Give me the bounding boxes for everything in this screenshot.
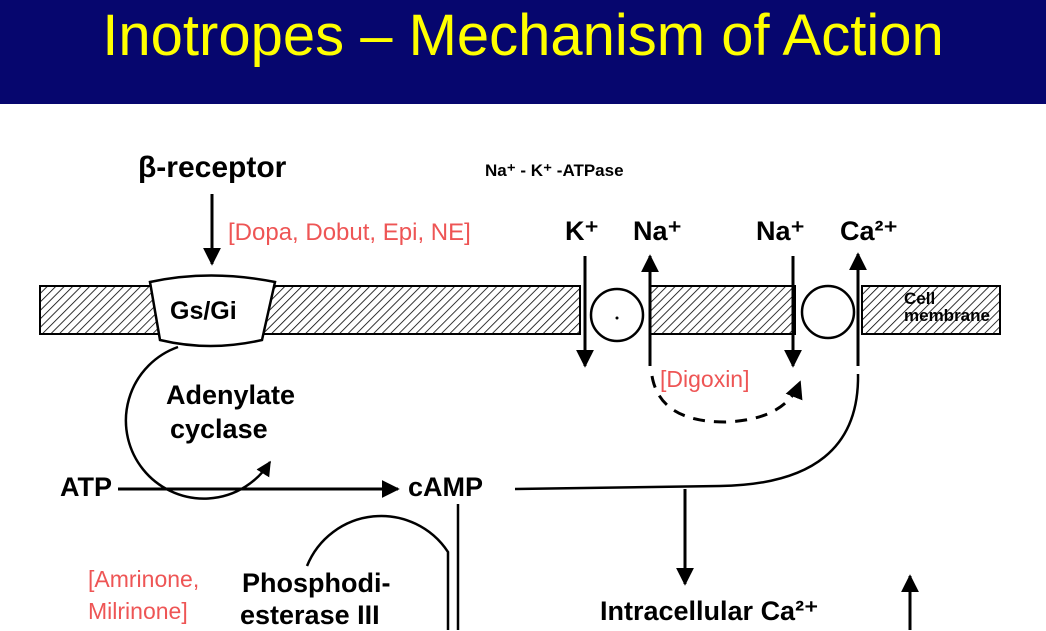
gs-gi-label: Gs/Gi xyxy=(170,297,237,325)
cyclase-label: cyclase xyxy=(170,414,268,444)
adenylate-cyclase-circle xyxy=(124,345,272,500)
cell-membrane-label-line2: membrane xyxy=(904,306,990,325)
na-k-atpase-label: Na⁺ - K⁺ -ATPase xyxy=(485,161,624,180)
ion-k-label: K⁺ xyxy=(565,216,599,246)
camp-label: cAMP xyxy=(408,472,484,502)
atp-label: ATP xyxy=(60,472,112,502)
adenylate-label: Adenylate xyxy=(166,380,296,410)
pde-circle xyxy=(305,514,450,630)
beta-receptor-label: β-receptor xyxy=(138,151,287,184)
membrane-segment-right xyxy=(861,285,1001,335)
na-k-pump-circle xyxy=(589,287,645,343)
beta-agonist-drugs: [Dopa, Dobut, Epi, NE] xyxy=(228,219,471,246)
intracellular-calcium-label: Intracellular Ca²⁺ xyxy=(600,596,819,626)
gs-gi-protein xyxy=(148,274,277,348)
na-ca-exchanger-circle xyxy=(800,284,856,340)
slide-title: Inotropes – Mechanism of Action xyxy=(102,3,944,68)
title-bar: Inotropes – Mechanism of Action xyxy=(0,0,1046,104)
membrane-segment-middle xyxy=(649,285,796,335)
ion-ca-label: Ca²⁺ xyxy=(840,216,898,246)
ion-na-out-label: Na⁺ xyxy=(633,216,682,246)
digoxin-drug: [Digoxin] xyxy=(660,366,750,392)
phosphodiesterase-label-line2: esterase III xyxy=(240,600,380,630)
pde-inhibitor-drugs-line2: Milrinone] xyxy=(88,598,188,624)
ion-na-in-label: Na⁺ xyxy=(756,216,805,246)
digoxin-dashed-arc xyxy=(650,375,803,424)
diagram-graphics xyxy=(39,194,1001,630)
calcium-curve xyxy=(514,373,860,491)
pde-inhibitor-drugs-line1: [Amrinone, xyxy=(88,566,200,592)
membrane-segment-left xyxy=(39,285,581,335)
mechanism-diagram: β-receptor Na⁺ - K⁺ -ATPase [Dopa, Dobut… xyxy=(0,104,1046,630)
phosphodiesterase-label-line1: Phosphodi- xyxy=(242,568,391,598)
cell-membrane-label-line1: Cell xyxy=(904,289,936,308)
